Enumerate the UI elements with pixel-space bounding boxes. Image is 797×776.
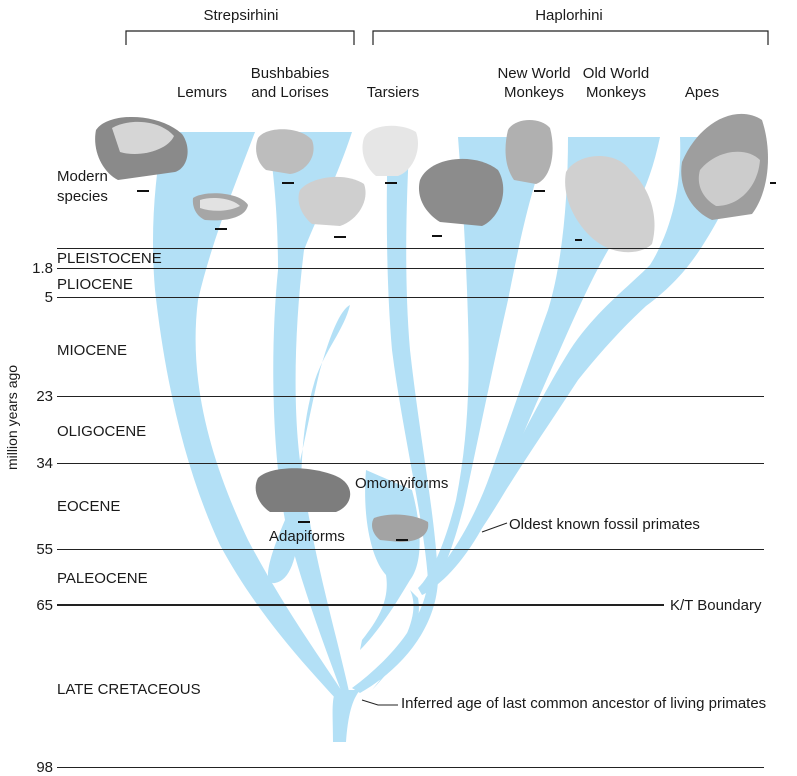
taxon-label-bushbabies-line1: Bushbabies: [251, 65, 329, 82]
fossil-label-omomyiforms: Omomyiforms: [355, 475, 448, 492]
oldest-fossil-leader: [482, 523, 507, 532]
haplorhini-bracket: [373, 31, 768, 45]
group-label-haplorhini: Haplorhini: [535, 7, 603, 24]
epoch-label-late-cretaceous: LATE CRETACEOUS: [57, 681, 201, 698]
age-label-55: 55: [36, 541, 53, 558]
modern-species-label-line2: species: [57, 188, 108, 205]
age-label-1-8: 1.8: [32, 260, 53, 277]
group-label-strepsirhini: Strepsirhini: [203, 7, 278, 24]
omomyiform-fossil-image: [372, 515, 428, 542]
tarsier-branch: [352, 133, 438, 693]
age-label-5: 5: [45, 289, 53, 306]
epoch-label-eocene: EOCENE: [57, 498, 120, 515]
taxon-label-new-world-line1: New World: [497, 65, 570, 82]
epoch-label-pliocene: PLIOCENE: [57, 276, 133, 293]
taxon-label-new-world-line2: Monkeys: [504, 84, 564, 101]
ape-skull-image: [681, 114, 768, 220]
timeline-1-8: [57, 268, 764, 269]
lca-leader: [362, 700, 398, 705]
taxon-label-lemurs: Lemurs: [177, 84, 227, 101]
timeline-34: [57, 463, 764, 464]
taxon-label-bushbabies-line2: and Lorises: [251, 84, 329, 101]
new-world-monkey-skull-images: [419, 120, 553, 226]
age-label-98: 98: [36, 759, 53, 776]
epoch-label-paleocene: PALEOCENE: [57, 570, 148, 587]
annotation-oldest-fossil: Oldest known fossil primates: [509, 516, 700, 533]
annotation-lca: Inferred age of last common ancestor of …: [401, 695, 766, 712]
taxon-label-apes: Apes: [685, 84, 719, 101]
y-axis-label: million years ago: [4, 365, 20, 470]
timeline-0-01: [57, 248, 764, 249]
timeline-23: [57, 396, 764, 397]
annotation-kt-boundary: K/T Boundary: [670, 597, 761, 614]
strepsirhini-bracket: [126, 31, 354, 45]
age-label-34: 34: [36, 455, 53, 472]
age-label-65: 65: [36, 597, 53, 614]
modern-species-label-line1: Modern: [57, 168, 108, 185]
phylogeny-tree: [153, 132, 752, 742]
adapiform-fossil-image: [256, 468, 351, 512]
epoch-label-pleistocene: PLEISTOCENE: [57, 250, 162, 267]
epoch-label-miocene: MIOCENE: [57, 342, 127, 359]
taxon-label-old-world-line2: Monkeys: [586, 84, 646, 101]
timeline-98: [57, 767, 764, 768]
timeline-55: [57, 549, 764, 550]
tarsier-skull-image: [363, 126, 418, 176]
epoch-label-oligocene: OLIGOCENE: [57, 423, 146, 440]
taxon-label-old-world-line1: Old World: [583, 65, 649, 82]
age-label-23: 23: [36, 388, 53, 405]
fossil-label-adapiforms: Adapiforms: [269, 528, 345, 545]
taxon-label-tarsiers: Tarsiers: [367, 84, 420, 101]
timeline-65-kt-boundary: [57, 604, 664, 606]
timeline-5: [57, 297, 764, 298]
